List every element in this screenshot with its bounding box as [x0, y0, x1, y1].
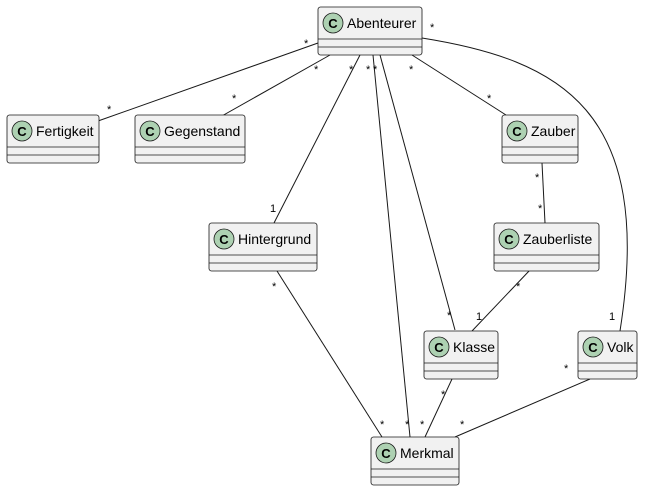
mult-hint-merk-dst: *: [380, 419, 385, 431]
class-zauber[interactable]: C Zauber: [501, 114, 579, 164]
class-stereotype-circle-icon: [322, 12, 344, 34]
class-stereotype-circle-icon: [11, 120, 33, 142]
mult-zl-klas-dst: 1: [476, 311, 482, 323]
class-name-hintergrund: Hintergrund: [238, 231, 311, 247]
assoc-abenteurer-klasse: [379, 54, 456, 331]
mult-ab-geg-src: *: [314, 64, 319, 76]
class-name-volk: Volk: [607, 339, 634, 355]
mult-ab-zaub-src: *: [409, 64, 414, 76]
stereotype-letter: C: [328, 16, 338, 31]
mult-volk-merk-src: *: [564, 363, 569, 375]
mult-ab-fert-src: *: [304, 38, 309, 50]
class-name-zauber: Zauber: [531, 123, 576, 139]
assoc-abenteurer-volk: [421, 37, 628, 332]
mult-ab-zaub-dst: *: [487, 93, 492, 105]
assoc-abenteurer-merkmal: [372, 54, 411, 438]
mult-ab-fert-dst: *: [107, 104, 112, 116]
assoc-abenteurer-fertigkeit: [97, 42, 319, 122]
mult-ab-volk-src: *: [430, 22, 435, 34]
class-stereotype-circle-icon: [506, 120, 528, 142]
class-stereotype-circle-icon: [428, 336, 450, 358]
mult-zaub-zl-dst: *: [538, 203, 543, 215]
class-name-abenteurer: Abenteurer: [347, 15, 417, 31]
assoc-hintergrund-merkmal: [276, 270, 383, 438]
stereotype-letter: C: [434, 340, 444, 355]
class-name-merkmal: Merkmal: [400, 445, 454, 461]
class-name-fertigkeit: Fertigkeit: [36, 123, 94, 139]
assoc-abenteurer-gegenstand: [212, 54, 331, 122]
mult-zl-klas-src: *: [516, 281, 521, 293]
class-name-klasse: Klasse: [453, 339, 495, 355]
class-stereotype-circle-icon: [139, 120, 161, 142]
mult-ab-volk-dst: 1: [609, 311, 615, 323]
class-merkmal[interactable]: C Merkmal: [370, 436, 460, 486]
mult-zaub-zl-src: *: [535, 172, 540, 184]
stereotype-letter: C: [145, 124, 155, 139]
mult-ab-merk-src: *: [366, 64, 371, 76]
class-zauberliste[interactable]: C Zauberliste: [493, 222, 600, 272]
mult-ab-klas-dst: *: [447, 310, 452, 322]
stereotype-letter: C: [381, 446, 391, 461]
stereotype-letter: C: [588, 340, 598, 355]
class-volk[interactable]: C Volk: [577, 330, 638, 380]
stereotype-letter: C: [512, 124, 522, 139]
assoc-abenteurer-hintergrund: [273, 54, 361, 224]
assoc-zauberliste-klasse: [471, 269, 531, 332]
mult-klas-merk-dst: *: [420, 419, 425, 431]
mult-hint-merk-src: *: [272, 281, 277, 293]
class-stereotype-circle-icon: [375, 442, 397, 464]
class-name-zauberliste: Zauberliste: [523, 231, 592, 247]
class-klasse[interactable]: C Klasse: [423, 330, 499, 380]
class-stereotype-circle-icon: [498, 228, 520, 250]
mult-volk-merk-dst: *: [460, 419, 465, 431]
assoc-volk-merkmal: [454, 378, 591, 438]
class-fertigkeit[interactable]: C Fertigkeit: [6, 114, 100, 164]
class-gegenstand[interactable]: C Gegenstand: [134, 114, 246, 164]
mult-ab-hint-src: *: [349, 64, 354, 76]
stereotype-letter: C: [17, 124, 27, 139]
stereotype-letter: C: [504, 232, 514, 247]
assoc-zauber-zauberliste: [541, 162, 546, 224]
class-stereotype-circle-icon: [582, 336, 604, 358]
stereotype-letter: C: [219, 232, 229, 247]
class-name-gegenstand: Gegenstand: [164, 123, 240, 139]
class-hintergrund[interactable]: C Hintergrund: [208, 222, 318, 272]
mult-ab-merk-dst: *: [405, 419, 410, 431]
assoc-klasse-merkmal: [424, 378, 453, 438]
mult-ab-klas-src: *: [373, 64, 378, 76]
assoc-abenteurer-zauber: [411, 54, 507, 116]
class-abenteurer[interactable]: C Abenteurer: [317, 6, 423, 56]
mult-ab-geg-dst: *: [232, 93, 237, 105]
multiplicity-labels: * * * * * 1 * * * * * * * 1 * * * 1 * * …: [107, 22, 615, 431]
class-stereotype-circle-icon: [213, 228, 235, 250]
mult-klas-merk-src: *: [441, 389, 446, 401]
mult-ab-hint-dst: 1: [270, 203, 276, 215]
associations: [97, 37, 628, 438]
